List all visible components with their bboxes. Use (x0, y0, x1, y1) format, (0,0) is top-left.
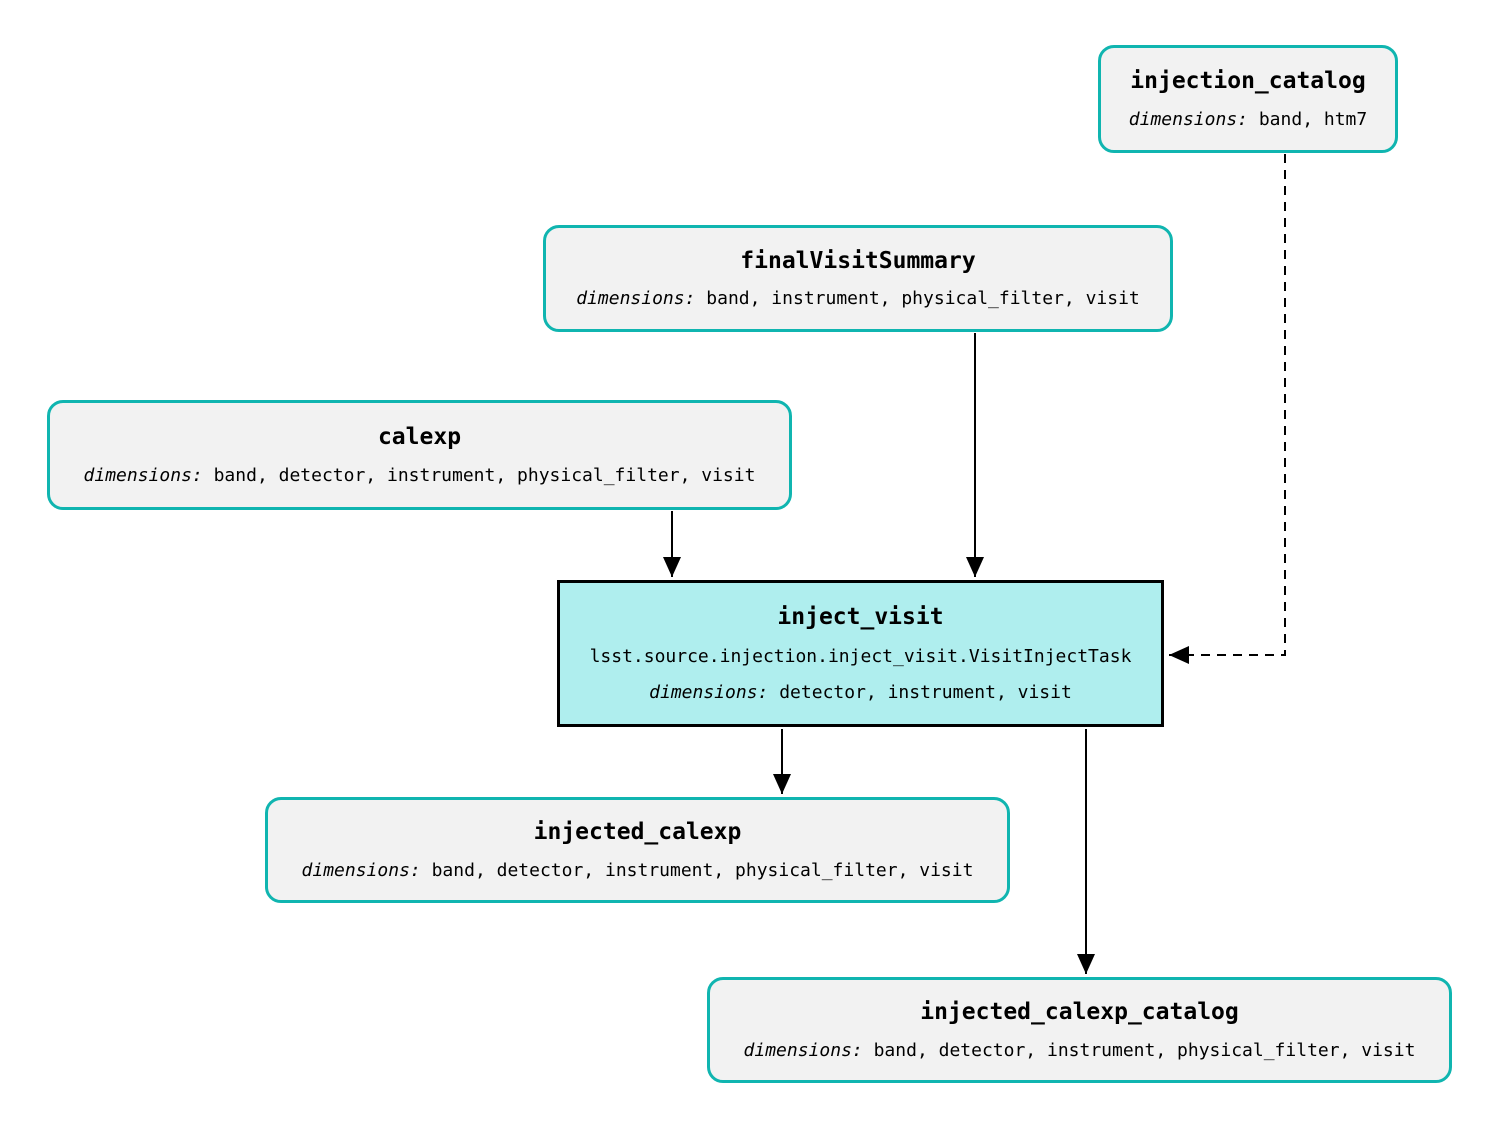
dimensions-label: dimensions: (1128, 109, 1248, 130)
dimensions-label: dimensions: (301, 859, 421, 881)
node-dimensions: dimensions: band, instrument, physical_f… (576, 288, 1140, 309)
dimensions-label: dimensions: (649, 682, 769, 703)
dimensions-value: band, detector, instrument, physical_fil… (213, 465, 756, 487)
node-title: inject_visit (777, 604, 944, 630)
node-dimensions: dimensions: band, detector, instrument, … (302, 860, 974, 881)
node-title: finalVisitSummary (740, 247, 976, 274)
node-injected-calexp: injected_calexp dimensions: band, detect… (265, 797, 1010, 903)
node-title: injection_catalog (1130, 68, 1366, 94)
dimensions-label: dimensions: (576, 288, 696, 310)
dimensions-label: dimensions: (83, 465, 203, 487)
node-finalvisitsummary: finalVisitSummary dimensions: band, inst… (543, 225, 1173, 332)
node-calexp: calexp dimensions: band, detector, instr… (47, 400, 792, 510)
dimensions-value: band, instrument, physical_filter, visit (706, 288, 1140, 310)
task-class-path: lsst.source.injection.inject_visit.Visit… (589, 646, 1132, 667)
dimensions-value: band, htm7 (1258, 109, 1368, 130)
dimensions-label: dimensions: (743, 1039, 863, 1061)
node-dimensions: dimensions: band, detector, instrument, … (744, 1040, 1416, 1061)
node-injected-calexp-catalog: injected_calexp_catalog dimensions: band… (707, 977, 1452, 1083)
dimensions-value: detector, instrument, visit (779, 682, 1072, 703)
dimensions-value: band, detector, instrument, physical_fil… (873, 1039, 1416, 1061)
node-title: injected_calexp_catalog (920, 999, 1239, 1026)
node-dimensions: dimensions: detector, instrument, visit (649, 682, 1072, 703)
node-title: injected_calexp (533, 819, 742, 846)
node-injection-catalog: injection_catalog dimensions: band, htm7 (1098, 45, 1398, 153)
edge-injection-catalog-to-inject-visit (1169, 154, 1286, 664)
node-dimensions: dimensions: band, htm7 (1129, 109, 1367, 130)
node-inject-visit-task: inject_visit lsst.source.injection.injec… (557, 580, 1164, 727)
dimensions-value: band, detector, instrument, physical_fil… (431, 859, 974, 881)
node-title: calexp (377, 423, 462, 450)
node-dimensions: dimensions: band, detector, instrument, … (84, 465, 756, 486)
